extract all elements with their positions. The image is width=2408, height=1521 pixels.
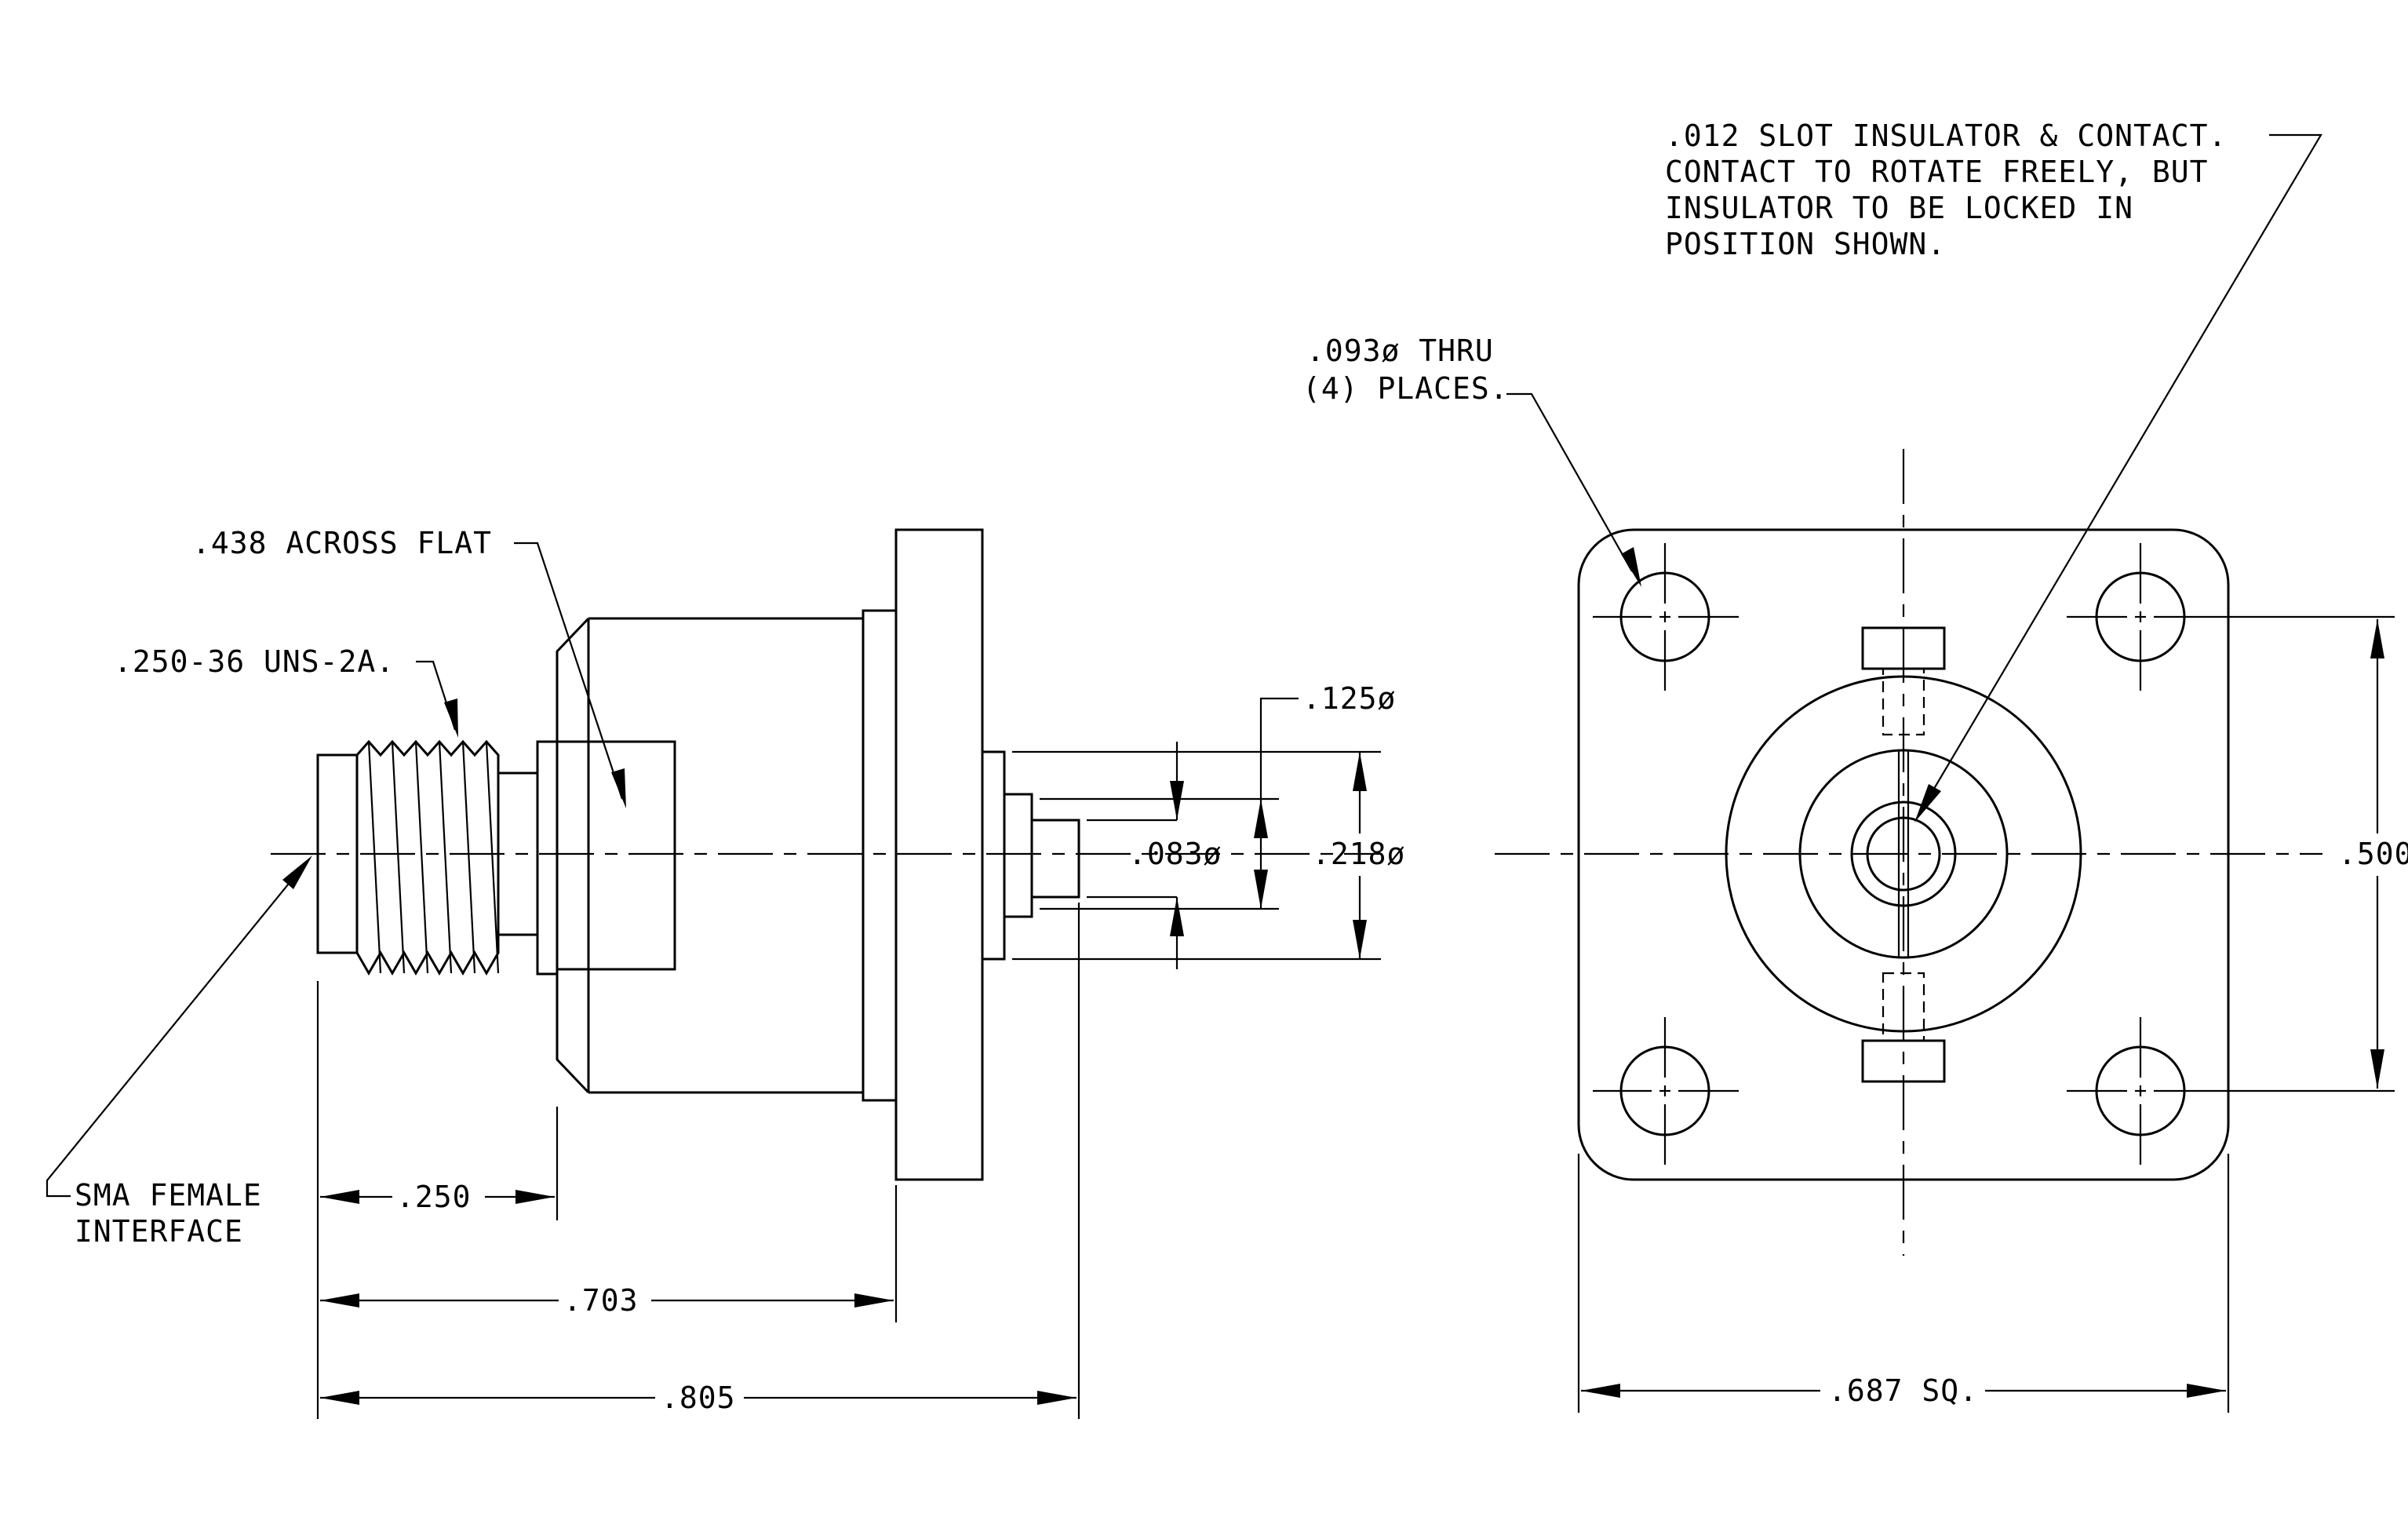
sma-interface-nose	[316, 753, 359, 954]
insulator-circle	[1798, 749, 2009, 959]
dim-805: .805	[661, 1381, 736, 1415]
contact-outer-circle	[1850, 801, 1957, 907]
note-interface-line2: INTERFACE	[75, 1214, 243, 1249]
dim-125: .125ø	[1302, 681, 1396, 716]
note-holes-line1: .093ø THRU	[1306, 334, 1494, 368]
note-thread: .250-36 UNS-2A.	[114, 644, 395, 679]
dim-703: .703	[563, 1283, 639, 1318]
dimensions: .250 .703 .805 .083ø .125ø	[316, 619, 2408, 1419]
notes: .012 SLOT INSULATOR & CONTACT. CONTACT T…	[46, 119, 2322, 1249]
note-slot-line1: .012 SLOT INSULATOR & CONTACT.	[1665, 119, 2227, 153]
note-slot-line2: CONTACT TO ROTATE FREELY, BUT	[1665, 155, 2208, 189]
threaded-section	[355, 739, 500, 976]
dim-250: .250	[396, 1180, 472, 1214]
body-circle	[1725, 675, 2082, 1033]
dim-500: .500	[2338, 837, 2408, 871]
dim-687-sq: .687 SQ.	[1828, 1373, 1978, 1408]
end-view	[1495, 449, 2395, 1256]
note-slot-line3: INSULATOR TO BE LOCKED IN	[1665, 191, 2133, 225]
dim-218: .218ø	[1312, 837, 1405, 871]
connector-body	[556, 617, 590, 1094]
dim-083: .083ø	[1128, 837, 1222, 871]
note-holes-line2: (4) PLACES.	[1302, 371, 1509, 406]
note-slot-line4: POSITION SHOWN.	[1665, 227, 1946, 261]
mounting-holes	[1593, 543, 2395, 1165]
contact-inner-circle	[1866, 816, 1941, 892]
note-interface-line1: SMA FEMALE	[75, 1178, 262, 1213]
contact-pin	[1030, 819, 1080, 899]
note-across-flat: .438 ACROSS FLAT	[192, 526, 492, 560]
